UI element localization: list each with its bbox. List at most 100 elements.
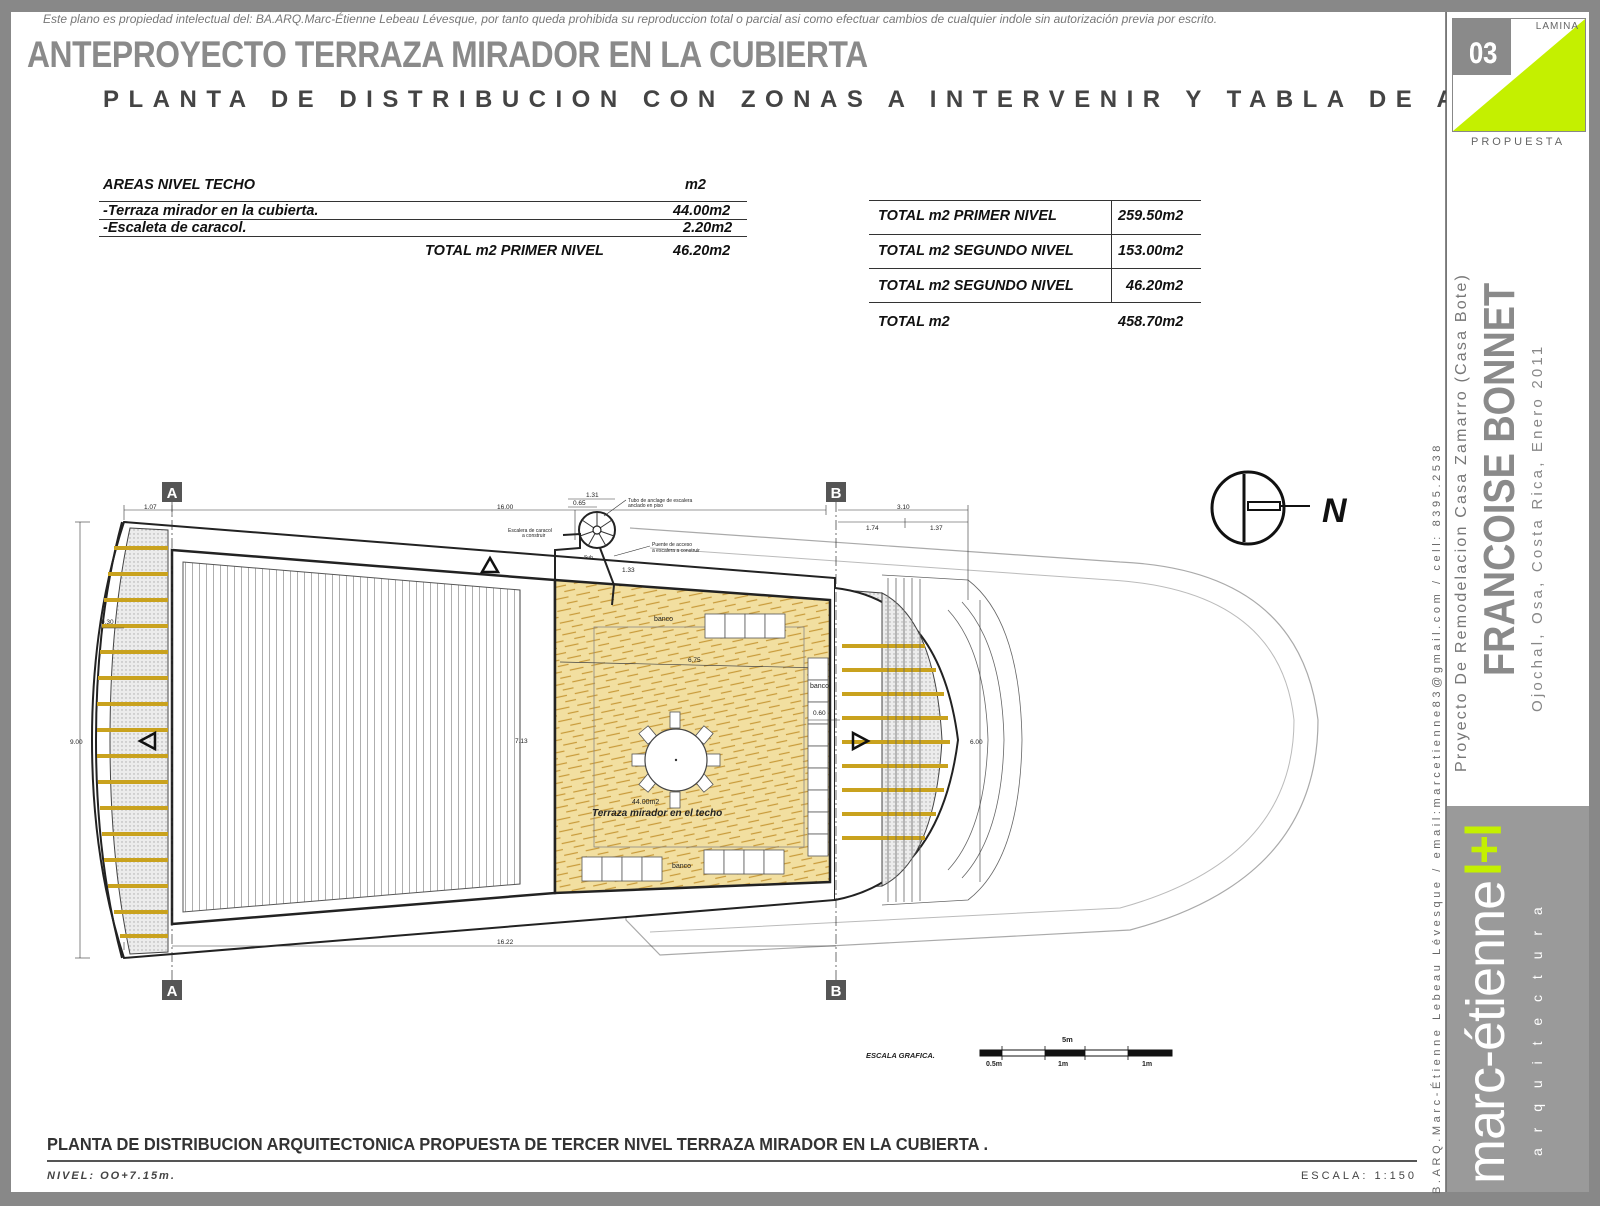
totals-label-3: TOTAL m2 SEGUNDO NIVEL [878, 278, 1074, 294]
bench-right [807, 657, 829, 857]
copyright-notice: Este plano es propiedad intelectual del:… [43, 12, 1218, 26]
svg-text:B: B [831, 983, 842, 1000]
svg-text:6.00: 6.00 [970, 739, 983, 746]
areas-row-label-1: -Terraza mirador en la cubierta. [103, 203, 319, 219]
svg-text:Tubo de anclage de escalera: Tubo de anclage de escalera [628, 498, 693, 504]
existing-roof-ribs [182, 561, 521, 913]
areas-total-label: TOTAL m2 PRIMER NIVEL [425, 243, 604, 259]
totals-divider [1111, 200, 1112, 302]
svg-text:banco: banco [810, 683, 829, 690]
section-marker-a-bottom: A [162, 980, 182, 1000]
svg-text:N: N [1322, 492, 1348, 530]
totals-label-2: TOTAL m2 SEGUNDO NIVEL [878, 243, 1074, 259]
stern-stairs [881, 574, 1023, 906]
brand-mark: l+l [1456, 825, 1512, 876]
svg-text:a escalera a construir: a escalera a construir [652, 548, 700, 554]
north-arrow: N [1210, 470, 1348, 546]
plan-labels: banco banco banco 44.00m2 Terraza mirado… [592, 616, 829, 870]
spiral-staircase [554, 511, 616, 606]
terrace-dim-675 [559, 661, 826, 669]
client-name: FRANCOISE BONNET [1475, 282, 1524, 676]
scale-label: ESCALA: 1:150 [1300, 1170, 1417, 1182]
drawing-title: ANTEPROYECTO TERRAZA MIRADOR EN LA CUBIE… [27, 34, 868, 75]
sheet-label: LAMINA [1535, 21, 1579, 32]
totals-rule [869, 268, 1201, 269]
section-marker-b-bottom: B [826, 980, 846, 1000]
bow-curve [94, 521, 123, 959]
plan-notes: Tubo de anclage de escalera anclado en p… [508, 498, 700, 561]
bench-top [704, 613, 786, 639]
svg-text:9.00: 9.00 [70, 739, 83, 746]
svg-text:1m: 1m [1142, 1061, 1152, 1068]
totals-value-2: 153.00m2 [1118, 243, 1184, 259]
contact-info: B.ARQ.Marc-Étienne Lebeau Lévesque / ema… [1431, 442, 1443, 1194]
areas-table-rule [99, 236, 747, 237]
slope-arrow-left [137, 730, 157, 752]
round-table [631, 711, 721, 809]
hull-outline [625, 527, 1319, 956]
svg-text:banco: banco [654, 616, 673, 623]
svg-text:1.07: 1.07 [144, 504, 157, 511]
totals-rule [869, 234, 1201, 235]
bow-beams [97, 546, 168, 938]
project-name: Proyecto De Remodelacion Casa Zamarro (C… [1453, 272, 1470, 772]
hull-inner [649, 547, 1295, 933]
svg-text:Puente de acceso: Puente de acceso [652, 542, 692, 548]
totals-value-3: 46.20m2 [1126, 278, 1184, 294]
scale-bar: ESCALA GRAFICA. 5m 0.5m 1m 1m [866, 1035, 1173, 1068]
areas-row-value-2: 2.20m2 [683, 220, 733, 236]
brand-tagline: a r q u i t e c t u r a [1529, 901, 1545, 1156]
note-leader [613, 545, 651, 557]
section-marker-a-top: A [162, 482, 182, 980]
svg-text:5m: 5m [1062, 1035, 1073, 1044]
project-location: Ojochal, Osa, Costa Rica, Enero 2011 [1529, 343, 1546, 712]
svg-text:16.22: 16.22 [497, 939, 514, 946]
svg-text:1m: 1m [1058, 1061, 1068, 1068]
areas-row-value-1: 44.00m2 [673, 203, 731, 219]
title-block: LAMINA 03 PROPUESTA Proyecto De Remodela… [1447, 12, 1589, 1192]
svg-text:banco: banco [672, 863, 691, 870]
footer-rule [47, 1160, 1417, 1162]
svg-text:0.30: 0.30 [101, 619, 114, 626]
footer-title: PLANTA DE DISTRIBUCION ARQUITECTONICA PR… [47, 1134, 989, 1154]
svg-text:0.60: 0.60 [813, 710, 826, 717]
areas-table-rule [99, 201, 747, 202]
totals-rule [869, 302, 1201, 303]
dimension-lines [75, 498, 981, 959]
svg-text:1.74: 1.74 [866, 525, 879, 532]
areas-table-header: AREAS NIVEL TECHO [103, 177, 256, 193]
dimension-texts: 1.07 16.00 1.31 0.65 3.10 1.74 1.37 1.33… [70, 492, 983, 946]
svg-text:Escalera de caracol: Escalera de caracol [508, 528, 552, 534]
svg-text:7.13: 7.13 [515, 738, 528, 745]
svg-text:0.65: 0.65 [573, 500, 586, 507]
brand-block: marc-étienne l+l a r q u i t e c t u r a [1447, 806, 1589, 1192]
areas-total-value: 46.20m2 [673, 243, 731, 259]
svg-text:a construir: a construir [522, 533, 546, 539]
section-marker-b-top: B [826, 482, 846, 980]
svg-text:0.5m: 0.5m [986, 1061, 1002, 1068]
svg-text:1.37: 1.37 [930, 525, 943, 532]
areas-table-unit: m2 [685, 177, 706, 193]
svg-text:16.00: 16.00 [497, 504, 514, 511]
svg-text:ESCALA GRAFICA.: ESCALA GRAFICA. [866, 1051, 935, 1060]
slope-arrow-top [479, 555, 501, 574]
terrace-inner [593, 626, 805, 848]
slope-arrow-right [851, 730, 871, 752]
svg-text:Terraza mirador en el techo: Terraza mirador en el techo [592, 808, 722, 819]
svg-text:6.75: 6.75 [688, 657, 701, 664]
sheet-divider [1446, 12, 1447, 1192]
totals-value-4: 458.70m2 [1118, 314, 1184, 330]
brand-name: marc-étienne [1456, 880, 1516, 1184]
areas-row-label-2: -Escaleta de caracol. [103, 220, 247, 236]
svg-text:Sub: Sub [584, 555, 593, 561]
totals-value-1: 259.50m2 [1118, 208, 1184, 224]
svg-text:anclado en piso: anclado en piso [628, 503, 663, 509]
totals-label-4: TOTAL m2 [878, 314, 950, 330]
floor-plan: A A B B 1.07 [70, 470, 1348, 1068]
sheet-number: 03 [1469, 37, 1498, 70]
svg-text:44.00m2: 44.00m2 [632, 799, 659, 806]
svg-text:1.31: 1.31 [586, 492, 599, 499]
svg-text:A: A [167, 983, 178, 1000]
svg-text:1.33: 1.33 [622, 567, 635, 574]
drawing-subtitle: PLANTA DE DISTRIBUCION CON ZONAS A INTER… [103, 86, 1569, 113]
